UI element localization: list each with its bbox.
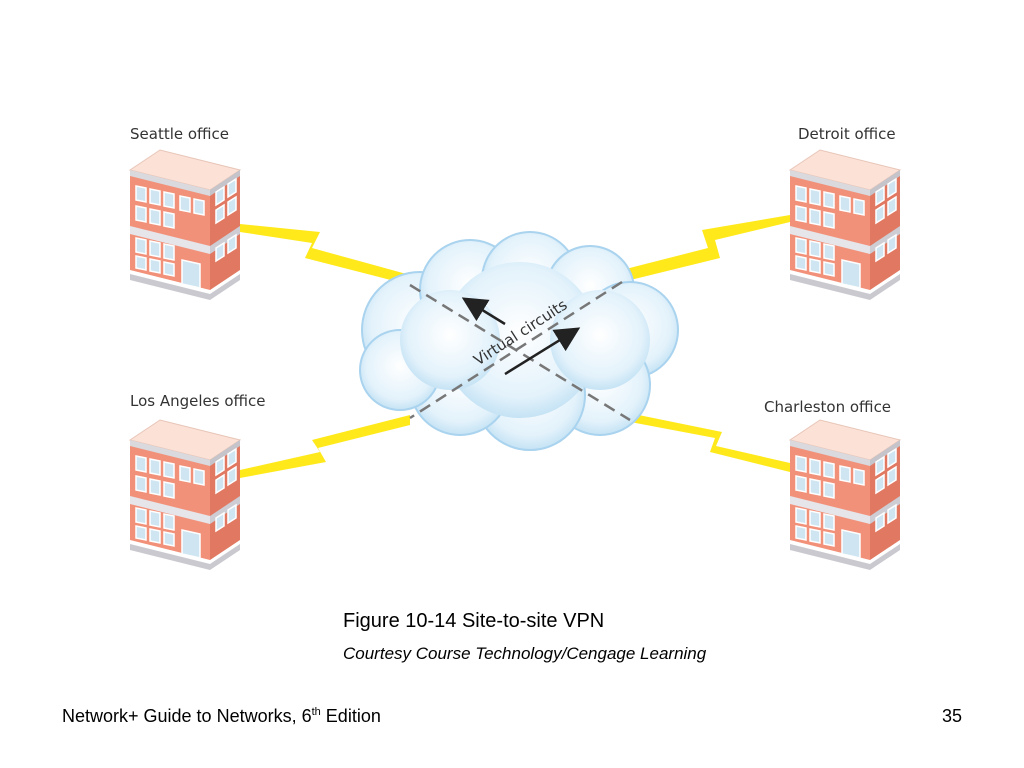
detroit-office-label: Detroit office bbox=[798, 125, 896, 143]
figure-credit: Courtesy Course Technology/Cengage Learn… bbox=[343, 644, 707, 663]
book-title-suffix: Edition bbox=[320, 706, 381, 726]
book-title-prefix: Network+ Guide to Networks, 6 bbox=[62, 706, 312, 726]
lightning-bolt-seattle bbox=[240, 224, 410, 285]
vpn-diagram: Virtual circuits bbox=[129, 149, 901, 571]
virtual-circuit-arrow-up bbox=[461, 297, 506, 326]
los-angeles-office-label: Los Angeles office bbox=[130, 392, 266, 410]
lightning-bolt-detroit bbox=[622, 215, 790, 282]
figure-caption: Figure 10-14 Site-to-site VPN bbox=[343, 610, 605, 632]
lightning-bolt-charleston bbox=[620, 412, 790, 472]
seattle-office-label: Seattle office bbox=[130, 125, 230, 143]
page-number: 35 bbox=[941, 706, 962, 726]
charleston-building-icon bbox=[789, 419, 901, 571]
book-title: Network+ Guide to Networks, 6th Edition bbox=[62, 706, 381, 727]
detroit-building-icon bbox=[789, 149, 901, 301]
virtual-circuit-line-2 bbox=[409, 280, 623, 420]
virtual-circuit-line-1 bbox=[409, 283, 631, 422]
los-angeles-building-icon bbox=[129, 419, 241, 571]
seattle-building-icon bbox=[129, 149, 241, 301]
lightning-bolt-los-angeles bbox=[240, 415, 410, 478]
book-title-superscript: th bbox=[311, 706, 321, 718]
charleston-office-label: Charleston office bbox=[764, 398, 892, 416]
virtual-circuit-arrow-down bbox=[504, 327, 581, 376]
